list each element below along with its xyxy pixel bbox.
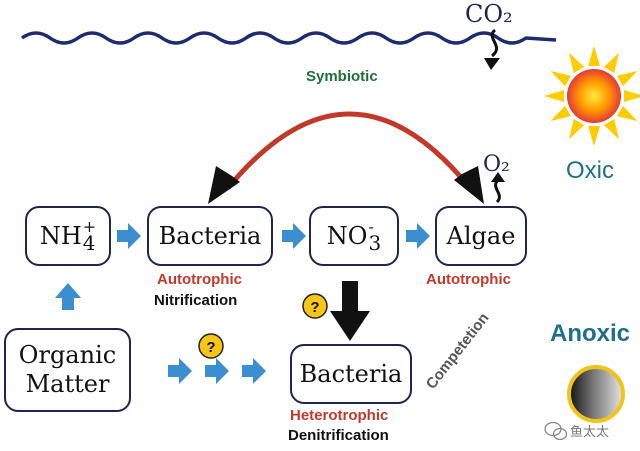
ammonium-base: NH	[39, 221, 82, 250]
question-marker-1: ?	[302, 293, 328, 319]
svg-text:?: ?	[310, 299, 319, 316]
ammonium-charge: +	[82, 216, 97, 236]
anoxic-label: Anoxic	[550, 320, 631, 347]
arrow-organic-to-bacteria-2	[205, 358, 229, 384]
co2-uptake-arrow	[484, 28, 500, 70]
o2-label: O₂	[483, 152, 510, 177]
arrow-bacteria-to-no3	[282, 223, 306, 249]
arrow-no3-to-algae	[406, 223, 430, 249]
bacteria-hetero-process-label: Denitrification	[288, 427, 389, 444]
bacteria-autotrophic-node: Bacteria	[147, 206, 273, 266]
sun-icon	[544, 46, 640, 146]
algae-type-label: Autotrophic	[426, 271, 511, 288]
organic-matter-node: Organic Matter	[4, 328, 131, 412]
arrow-organic-to-nh4	[55, 283, 81, 310]
o2-release-arrow	[491, 172, 505, 204]
competition-label: Competetion	[423, 310, 493, 393]
nitrate-charge: -	[368, 216, 374, 236]
moon-icon	[567, 365, 625, 423]
water-surface-wave	[20, 31, 557, 45]
bacteria-hetero-type-label: Heterotrophic	[290, 407, 389, 424]
ammonium-subscript: 4	[82, 231, 96, 256]
ammonium-node: NH+4	[25, 206, 111, 266]
arrow-nh4-to-bacteria	[117, 223, 141, 249]
algae-node: Algae	[435, 206, 527, 266]
bacteria-auto-process-label: Nitrification	[154, 292, 238, 309]
symbiotic-label: Symbiotic	[306, 68, 378, 85]
co2-label: CO₂	[465, 0, 513, 28]
arrow-no3-to-hetero-bacteria	[330, 281, 370, 341]
wechat-watermark-icon	[544, 421, 568, 441]
svg-text:?: ?	[206, 339, 215, 356]
question-marker-2: ?	[198, 333, 224, 359]
arrow-organic-to-bacteria-1	[168, 358, 192, 384]
watermark-text: 鱼太太	[570, 424, 610, 439]
bacteria-heterotrophic-node: Bacteria	[290, 344, 412, 404]
symbiotic-arc	[208, 111, 484, 204]
flow-arrows	[55, 223, 430, 384]
oxic-label: Oxic	[566, 157, 614, 184]
nitrate-subscript: 3	[368, 231, 382, 256]
bacteria-auto-type-label: Autotrophic	[157, 271, 242, 288]
nitrate-base: NO	[326, 221, 368, 250]
nitrate-node: NO-3	[309, 206, 399, 266]
arrow-organic-to-bacteria-3	[242, 358, 266, 384]
